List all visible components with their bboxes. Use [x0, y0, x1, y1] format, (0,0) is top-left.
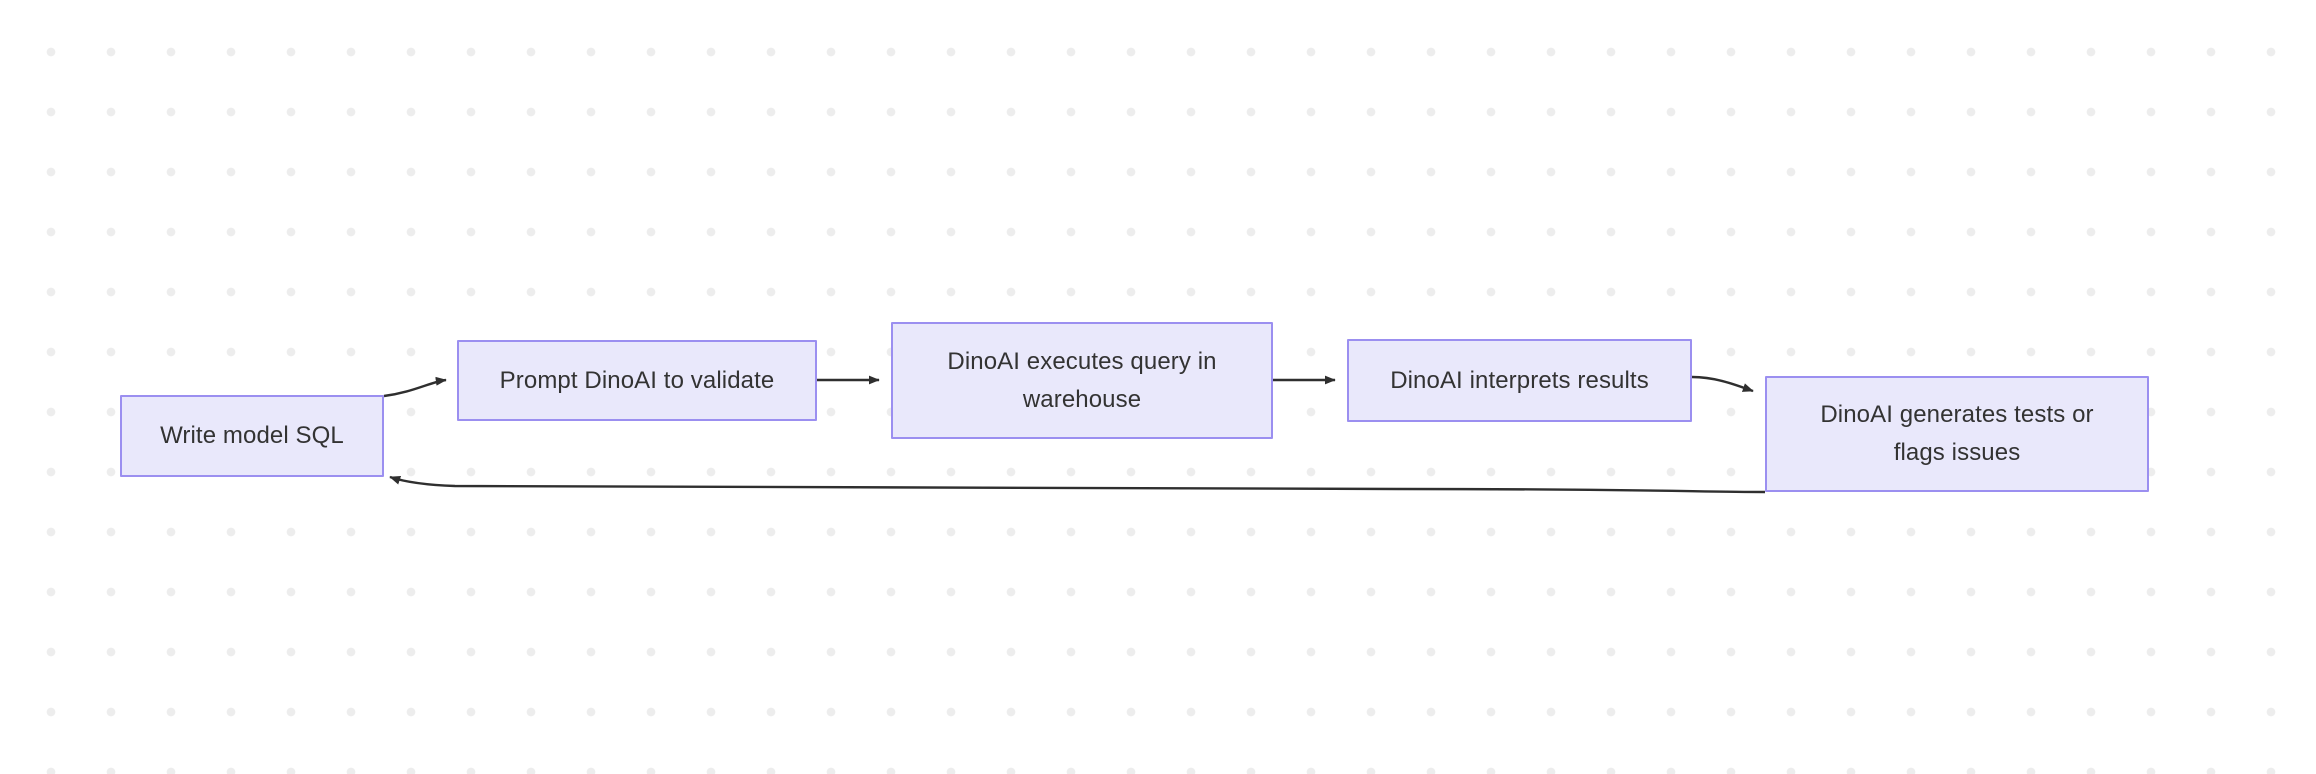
node-label: Write model SQL — [160, 422, 344, 449]
node-write-model-sql[interactable]: Write model SQL — [120, 395, 384, 477]
node-dinoai-executes-query-in-warehouse[interactable]: DinoAI executes query in warehouse — [891, 322, 1273, 439]
edge-interpret-to-generate — [1691, 375, 1754, 393]
node-label: Prompt DinoAI to validate — [499, 366, 775, 394]
node-prompt-dinoai-to-validate[interactable]: Prompt DinoAI to validate — [457, 340, 817, 421]
edge-sql-to-prompt — [383, 376, 447, 398]
node-dinoai-interprets-results[interactable]: DinoAI interprets results — [1347, 339, 1692, 422]
node-dinoai-generates-tests-or-flags-issues[interactable]: DinoAI generates tests or flags issues — [1765, 376, 2149, 492]
node-label: DinoAI interprets results — [1390, 366, 1649, 394]
edge-generate-back-to-sql — [389, 475, 1766, 494]
node-label: DinoAI executes query in warehouse — [947, 347, 1217, 413]
node-label: DinoAI generates tests or flags issues — [1820, 401, 2094, 466]
